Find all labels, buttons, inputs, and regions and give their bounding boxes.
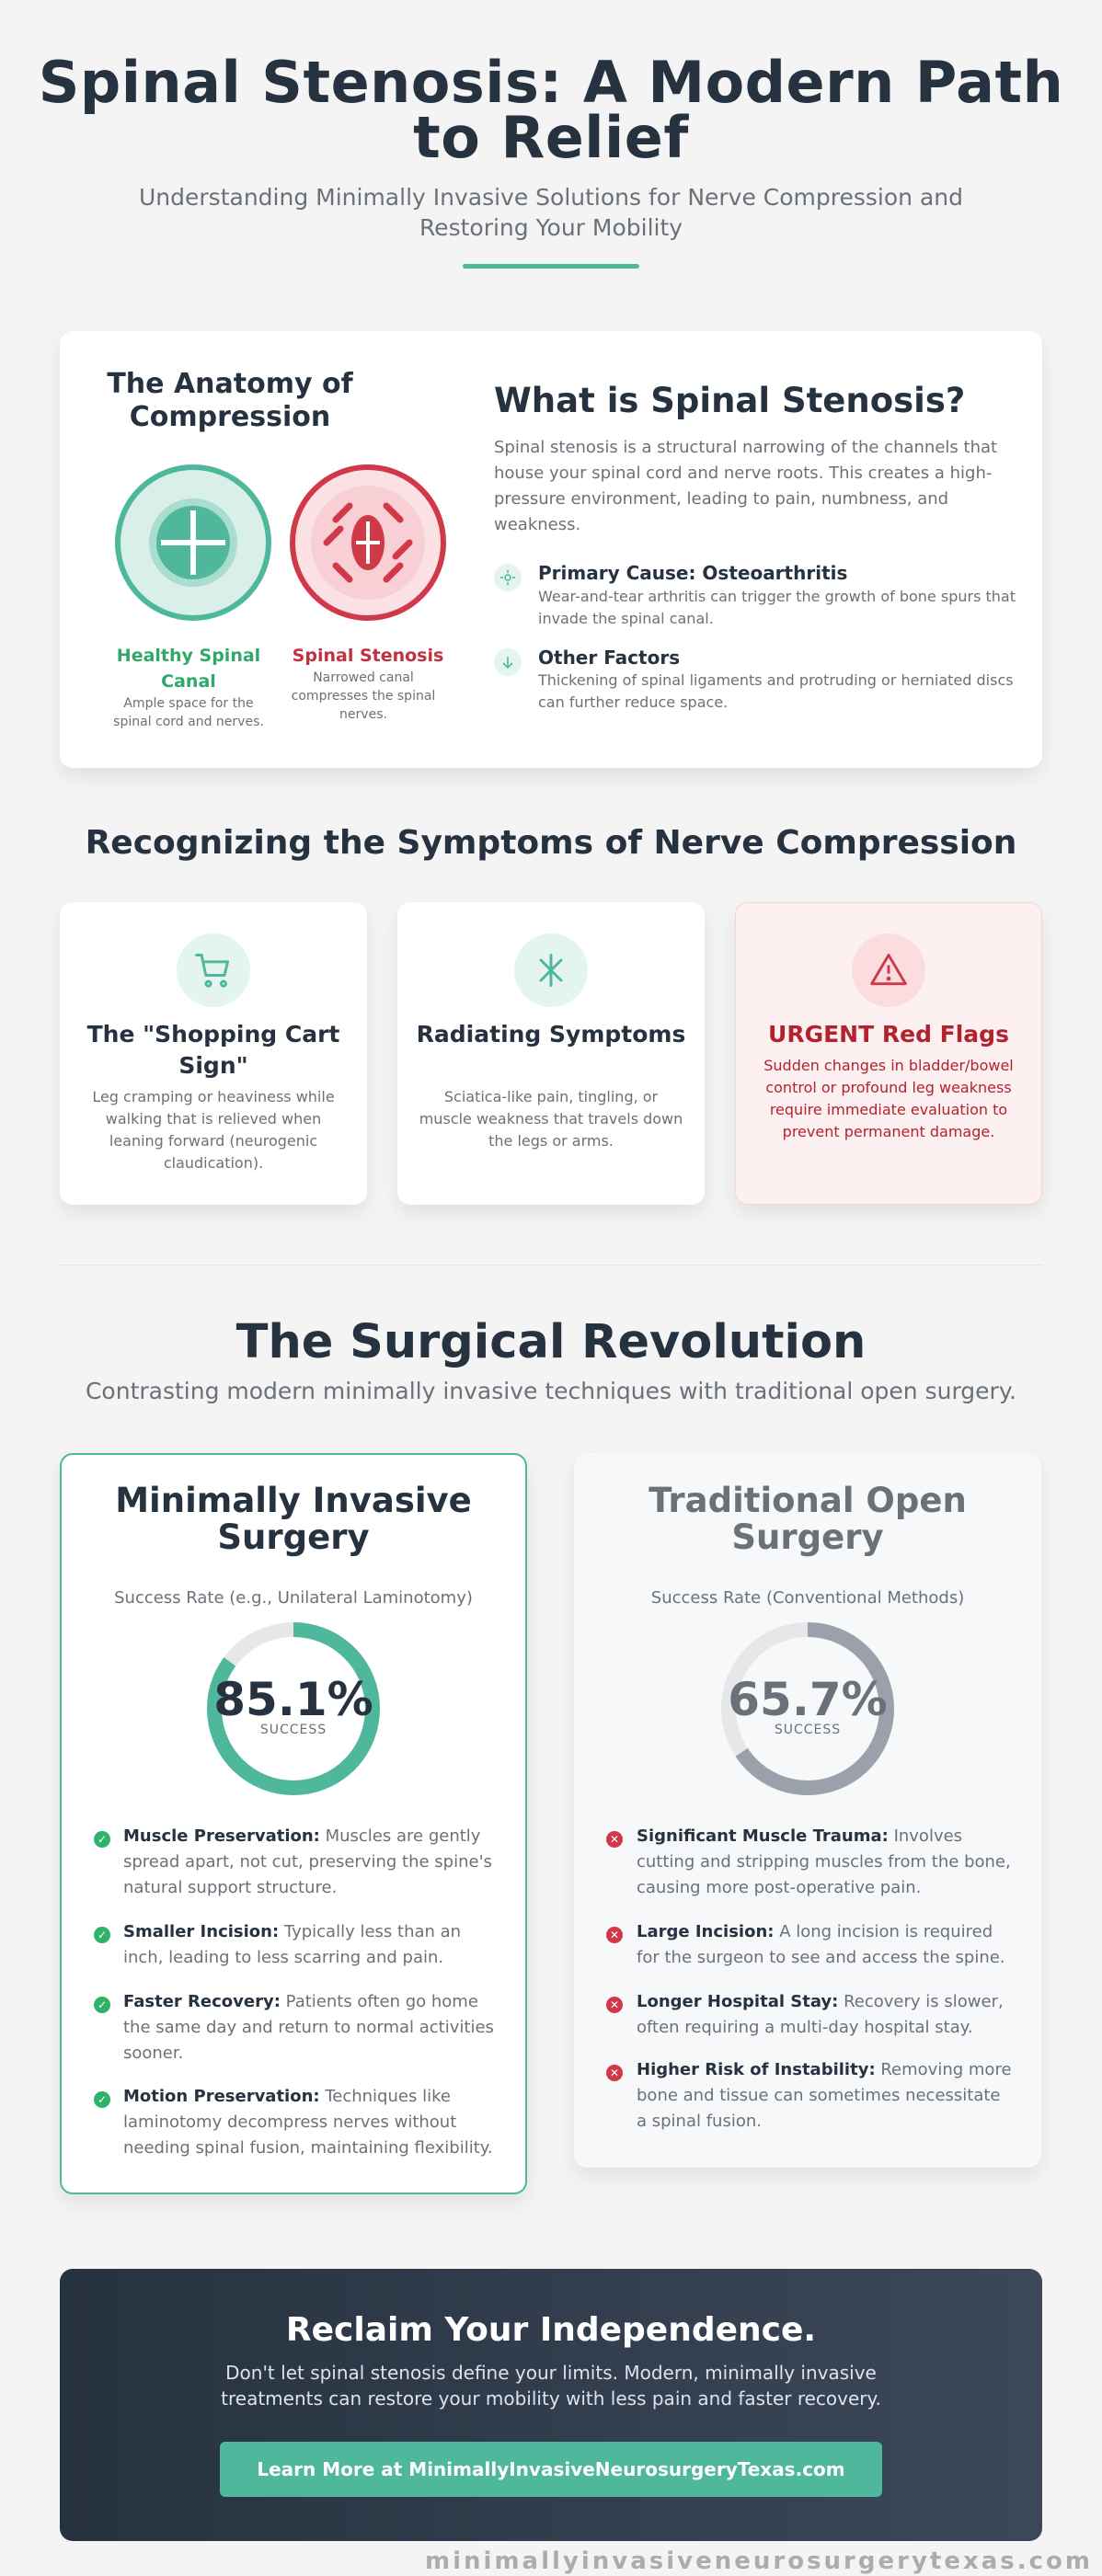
open-rate-caption: SUCCESS bbox=[774, 1723, 842, 1737]
shopping-cart-icon bbox=[177, 933, 250, 1007]
check-icon: ✓ bbox=[94, 2091, 110, 2108]
mis-point: Smaller Incision: Typically less than an… bbox=[123, 1922, 462, 1967]
symptom-title: The "Shopping Cart Sign" bbox=[86, 1021, 340, 1079]
stenosis-text: Narrowed canal compresses the spinal ner… bbox=[291, 670, 436, 722]
stenosis-canal-icon bbox=[290, 464, 446, 621]
symptom-title: URGENT Red Flags bbox=[768, 1021, 1009, 1048]
mis-point: Muscle Preservation: Muscles are gently … bbox=[123, 1826, 492, 1897]
mis-title: Minimally Invasive Surgery bbox=[115, 1481, 472, 1557]
fact-text: Thickening of spinal ligaments and protr… bbox=[538, 671, 1014, 711]
fact-title: Other Factors bbox=[538, 647, 681, 669]
title-divider bbox=[463, 264, 639, 269]
open-point: Significant Muscle Trauma: Involves cutt… bbox=[637, 1826, 1011, 1897]
warning-icon bbox=[852, 933, 925, 1007]
symptom-text: Sciatica-like pain, tingling, or muscle … bbox=[419, 1088, 683, 1150]
symptoms-title: Recognizing the Symptoms of Nerve Compre… bbox=[85, 824, 1017, 862]
footer-watermark: minimallyinvasiveneurosurgerytexas.com bbox=[425, 2547, 1093, 2575]
fact-title: Primary Cause: Osteoarthritis bbox=[538, 562, 848, 584]
open-point: Higher Risk of Instability: Removing mor… bbox=[637, 2060, 1012, 2131]
mis-rate-label: Success Rate (e.g., Unilateral Laminotom… bbox=[114, 1588, 473, 1608]
page-title: Spinal Stenosis: A Modern Path to Relief bbox=[38, 49, 1064, 171]
check-icon: ✓ bbox=[94, 1831, 110, 1848]
healthy-text: Ample space for the spinal cord and nerv… bbox=[113, 696, 264, 729]
what-title: What is Spinal Stenosis? bbox=[494, 381, 966, 420]
check-icon: ✓ bbox=[94, 1927, 110, 1943]
sun-icon bbox=[494, 564, 522, 591]
cta-text: Don't let spinal stenosis define your li… bbox=[221, 2362, 881, 2410]
fact-text: Wear-and-tear arthritis can trigger the … bbox=[538, 588, 1016, 627]
cta-title: Reclaim Your Independence. bbox=[285, 2311, 817, 2349]
anatomy-title: The Anatomy of Compression bbox=[107, 368, 353, 433]
open-point: Large Incision: A long incision is requi… bbox=[637, 1922, 1005, 1967]
mis-card bbox=[60, 1453, 527, 2194]
mis-success-donut bbox=[207, 1622, 380, 1795]
stenosis-title: Spinal Stenosis bbox=[292, 646, 444, 666]
check-icon: ✓ bbox=[94, 1997, 110, 2013]
arrow-down-icon bbox=[494, 648, 522, 676]
page-subtitle: Understanding Minimally Invasive Solutio… bbox=[139, 184, 963, 241]
x-icon: ✕ bbox=[606, 2065, 623, 2081]
open-rate-label: Success Rate (Conventional Methods) bbox=[650, 1588, 965, 1608]
mis-point: Motion Preservation: Techniques like lam… bbox=[123, 2087, 493, 2158]
symptom-text: Leg cramping or heaviness while walking … bbox=[92, 1088, 335, 1172]
symptom-title: Radiating Symptoms bbox=[416, 1021, 686, 1048]
what-text: Spinal stenosis is a structural narrowin… bbox=[494, 438, 998, 534]
open-success-donut bbox=[721, 1622, 894, 1795]
mis-rate-value: 85.1% bbox=[213, 1673, 373, 1726]
open-rate-value: 65.7% bbox=[728, 1673, 888, 1726]
learn-more-button[interactable]: Learn More at MinimallyInvasiveNeurosurg… bbox=[220, 2442, 882, 2497]
x-icon: ✕ bbox=[606, 1831, 623, 1848]
symptom-text: Sudden changes in bladder/bowel control … bbox=[763, 1057, 1014, 1140]
mis-point: Faster Recovery: Patients often go home … bbox=[123, 1992, 494, 2063]
open-card bbox=[574, 1453, 1041, 2168]
surgical-subtitle: Contrasting modern minimally invasive te… bbox=[85, 1378, 1017, 1404]
mis-rate-caption: SUCCESS bbox=[259, 1723, 327, 1737]
x-icon: ✕ bbox=[606, 1927, 623, 1943]
open-title: Traditional Open Surgery bbox=[649, 1481, 967, 1557]
asterisk-icon bbox=[514, 933, 588, 1007]
open-point: Longer Hospital Stay: Recovery is slower… bbox=[637, 1992, 1004, 2037]
healthy-title: Healthy Spinal Canal bbox=[116, 646, 261, 692]
healthy-canal-icon bbox=[115, 464, 271, 621]
surgical-title: The Surgical Revolution bbox=[235, 1315, 867, 1369]
x-icon: ✕ bbox=[606, 1997, 623, 2013]
